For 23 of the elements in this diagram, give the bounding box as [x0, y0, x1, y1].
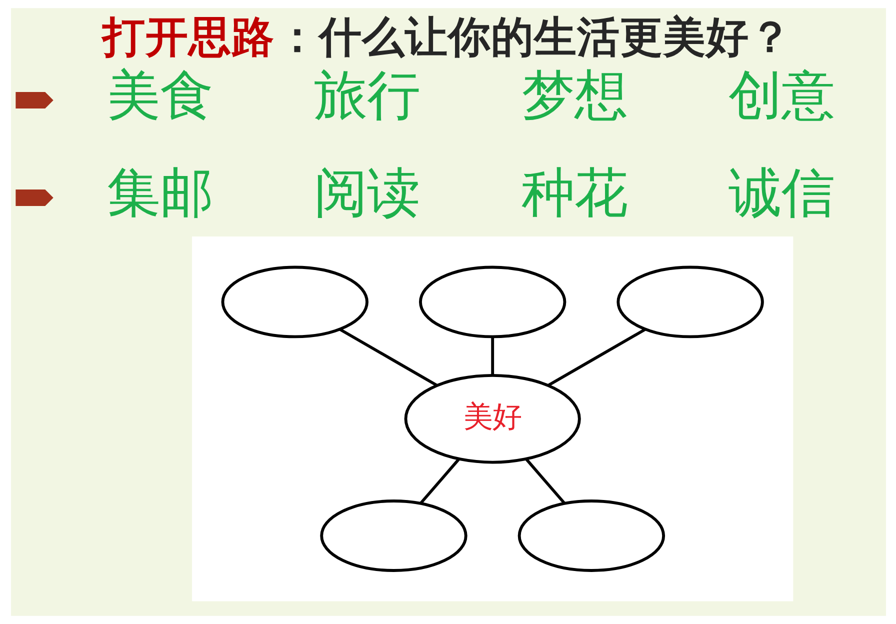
connector: [419, 458, 460, 504]
label: 创意: [728, 64, 834, 127]
cluster: [192, 236, 793, 602]
node-ellipse: [418, 266, 566, 338]
node-ellipse: [320, 500, 467, 572]
connector: [525, 458, 566, 504]
connector: [546, 328, 646, 387]
node-ellipse: [517, 500, 665, 572]
node-ellipse: [220, 266, 368, 338]
node-ellipse: 美好: [404, 374, 580, 464]
connector: [490, 336, 494, 376]
node-ellipse: [616, 266, 764, 338]
label: 阅读: [314, 161, 420, 224]
label: 集邮: [106, 161, 213, 224]
diagram-title: 打开思路：什么让你的生活更美好？: [102, 12, 792, 63]
node-pentagon: [15, 190, 53, 206]
label: 旅行: [314, 64, 420, 127]
node-pentagon: [15, 92, 53, 108]
label: 梦想: [520, 64, 627, 127]
label: 美食: [106, 64, 213, 127]
label: 种花: [520, 161, 627, 224]
connector: [338, 328, 438, 387]
label: 诚信: [728, 161, 834, 224]
